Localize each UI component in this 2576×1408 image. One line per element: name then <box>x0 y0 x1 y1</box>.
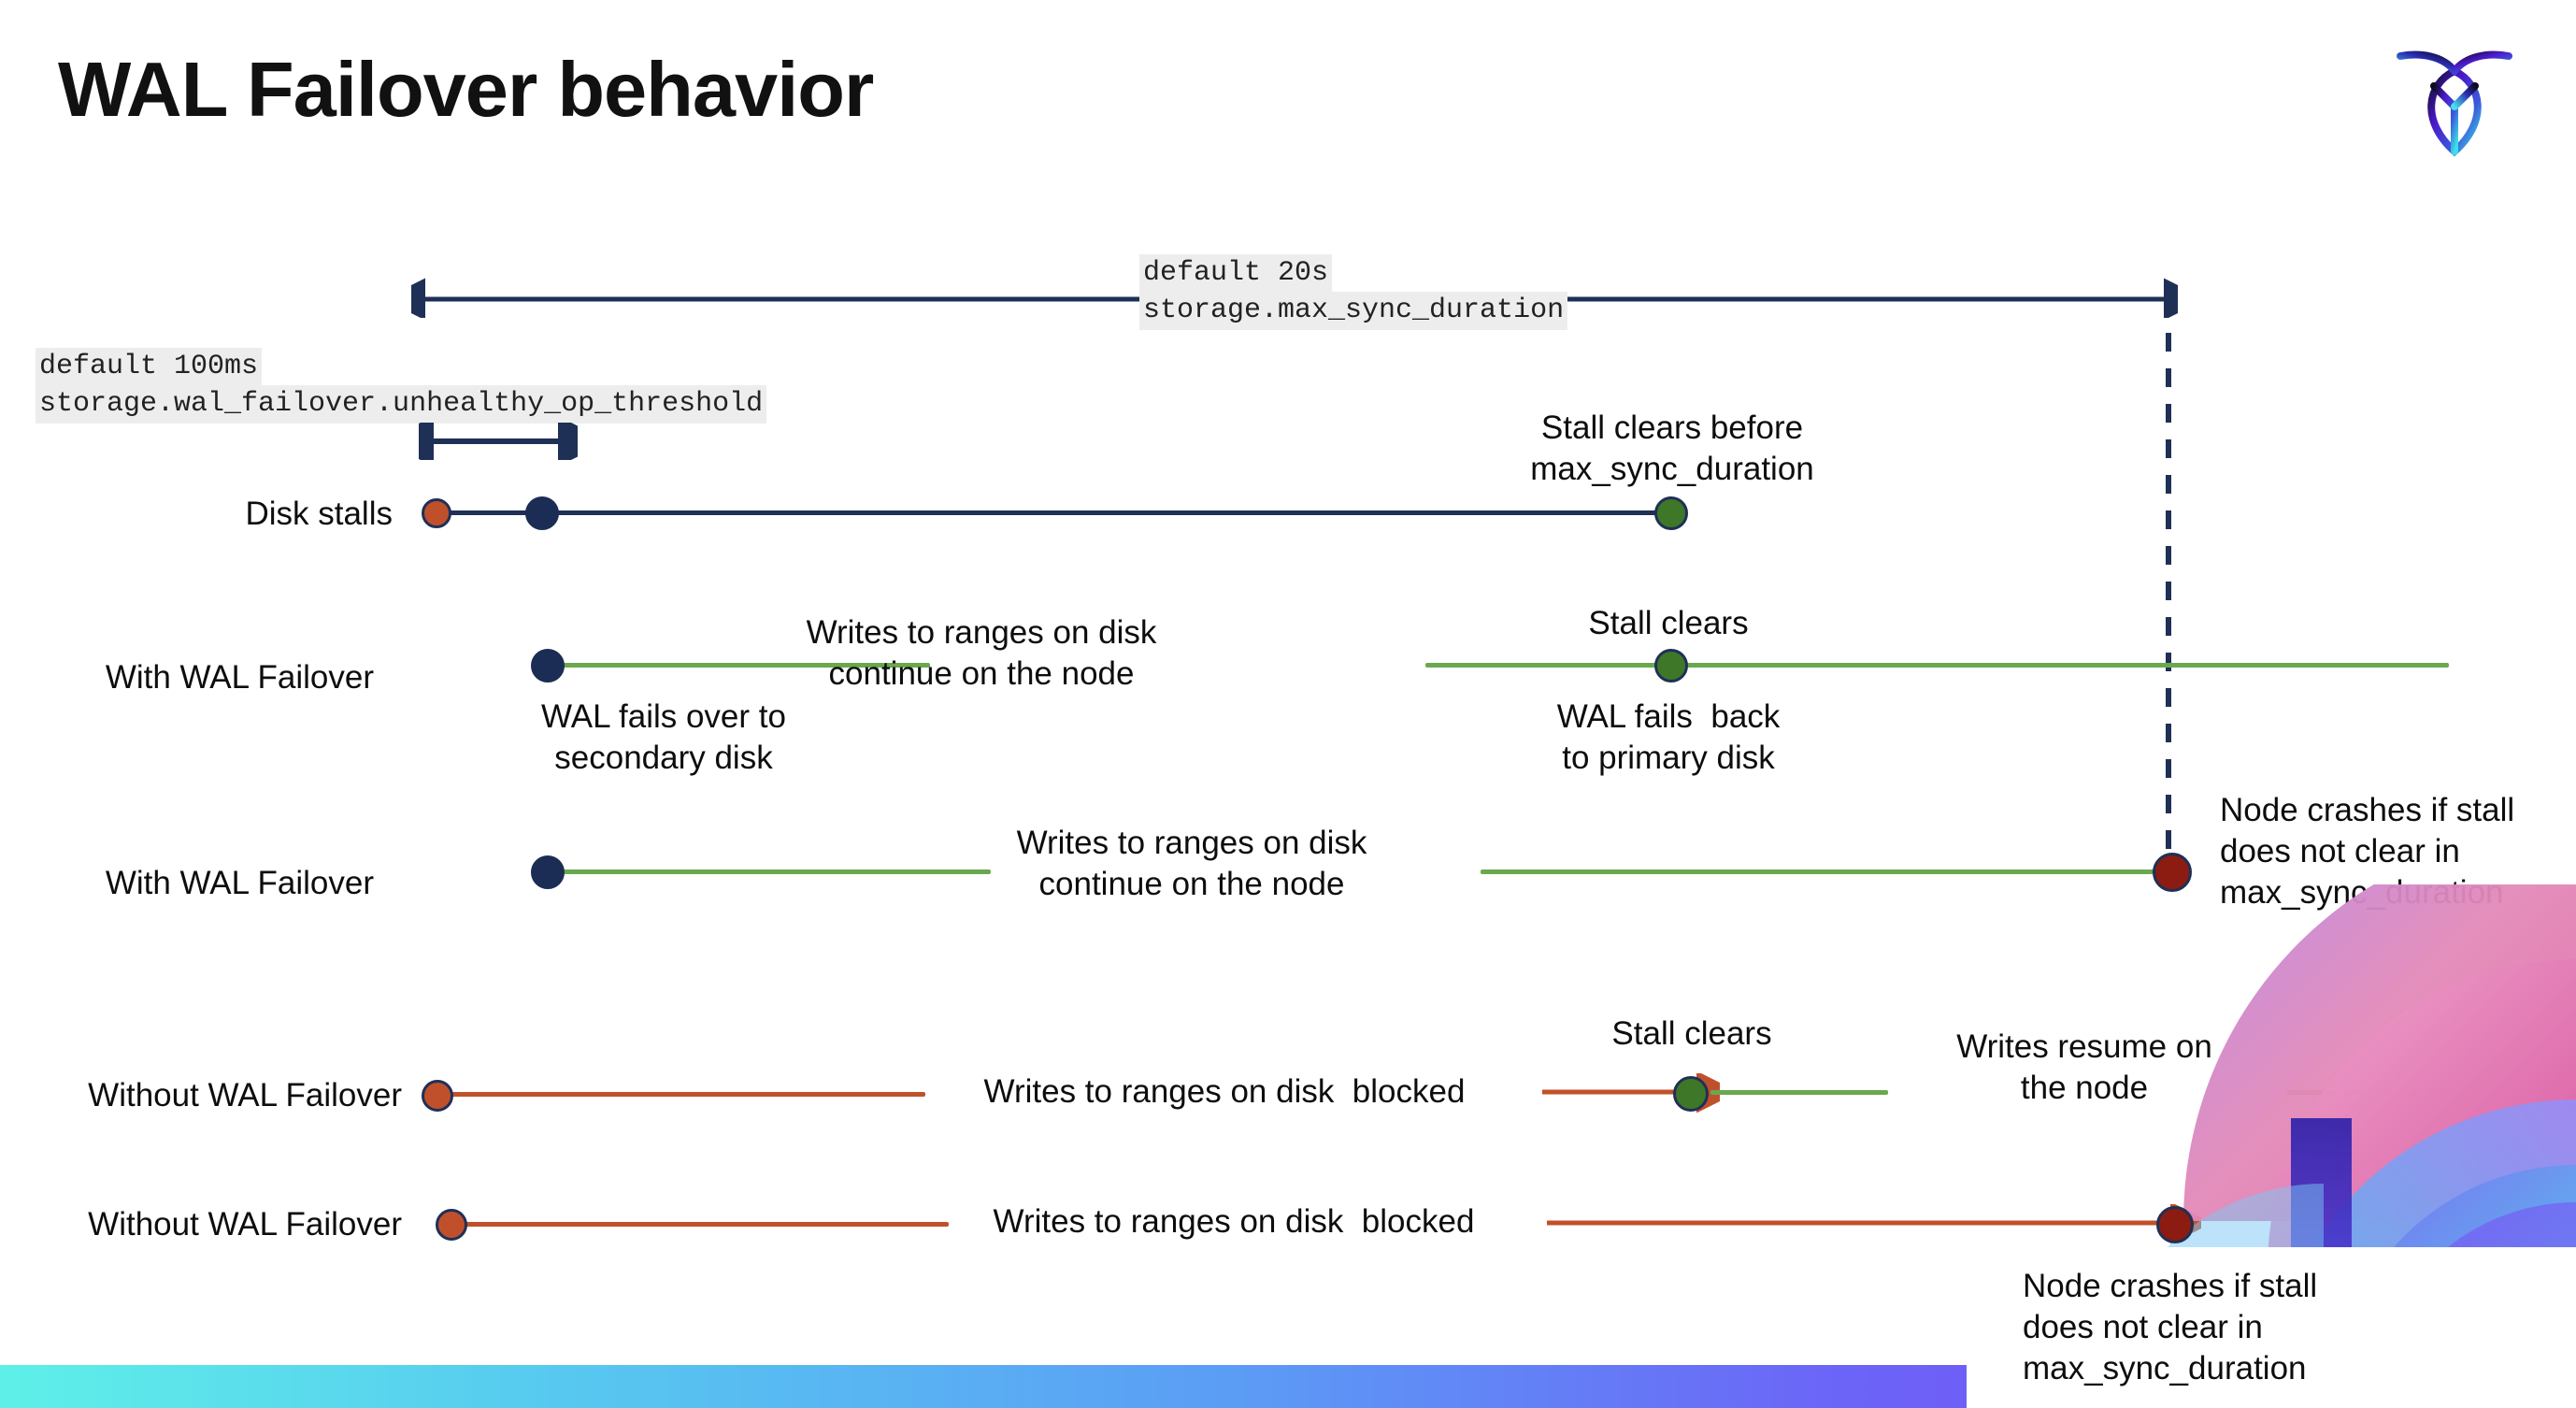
note-writes-continue-2: Writes to ranges on disk continue on the… <box>1016 825 1367 903</box>
page-title: WAL Failover behavior <box>58 46 874 133</box>
unhealthy-op-threshold-callout: default 100ms storage.wal_failover.unhea… <box>36 348 767 424</box>
disk-stalls-timeline <box>436 510 1669 515</box>
note-writes-blocked-2: Writes to ranges on disk blocked <box>993 1203 1475 1240</box>
note-node-crashes-2: Node crashes if stall does not clear in … <box>2023 1268 2318 1387</box>
without-wal-failover-1-blocked-a <box>449 1092 925 1097</box>
note-writes-blocked-1: Writes to ranges on disk blocked <box>983 1073 1466 1110</box>
wal-failover-2-start-node <box>531 855 565 889</box>
note-wal-fails-over: WAL fails over to secondary disk <box>541 698 786 777</box>
note-node-crashes-1: Node crashes if stall does not clear in … <box>2220 792 2515 911</box>
node-crash-node-1 <box>2153 853 2192 892</box>
note-stall-clears-1: Stall clears <box>1588 605 1749 641</box>
node-crash-node-2 <box>2156 1206 2194 1243</box>
without-wal-stall-clear-node-1 <box>1673 1076 1709 1112</box>
max-sync-setting-label: storage.max_sync_duration <box>1139 292 1568 330</box>
with-wal-failover-2-segment-b <box>1481 869 2172 874</box>
row-label-with-wal-failover-2: With WAL Failover <box>105 865 374 901</box>
unhealthy-setting-label: storage.wal_failover.unhealthy_op_thresh… <box>36 385 767 424</box>
with-wal-failover-1-segment-a <box>547 663 930 668</box>
unhealthy-default-label: default 100ms <box>36 348 263 386</box>
cockroachdb-logo-icon <box>2389 28 2520 164</box>
node-crash-callout-box: Node crashes if stall does not clear in … <box>1967 1247 2576 1408</box>
note-stall-clears-before: Stall clears before max_sync_duration <box>1530 409 1814 488</box>
row-label-without-wal-failover-2: Without WAL Failover <box>88 1206 402 1243</box>
wal-failover-stall-clear-node <box>1654 649 1688 682</box>
disk-stall-detected-node <box>525 496 559 530</box>
without-wal-stall-start-node-2 <box>436 1209 467 1241</box>
with-wal-failover-2-segment-a <box>547 869 991 874</box>
row-label-without-wal-failover-1: Without WAL Failover <box>88 1077 402 1113</box>
note-stall-clears-2: Stall clears <box>1611 1015 1772 1052</box>
with-wal-failover-1-segment-b <box>1425 663 2449 668</box>
without-wal-failover-1-resume-a <box>1710 1090 1888 1095</box>
disk-stall-cleared-node <box>1654 496 1688 530</box>
max-sync-duration-callout: default 20s storage.max_sync_duration <box>1139 254 1568 330</box>
without-wal-failover-2-blocked-a <box>463 1222 949 1227</box>
unhealthy-op-threshold-span-arrow <box>419 423 578 460</box>
note-writes-resume: Writes resume on the node <box>1956 1028 2212 1107</box>
max-sync-default-label: default 20s <box>1139 254 1333 293</box>
max-sync-duration-dashed-guide <box>2166 297 2171 883</box>
row-label-with-wal-failover-1: With WAL Failover <box>105 659 374 696</box>
wal-failover-start-node <box>531 649 565 682</box>
note-wal-fails-back: WAL fails back to primary disk <box>1556 698 1781 777</box>
disk-stall-start-node <box>422 498 451 528</box>
row-label-disk-stalls: Disk stalls <box>245 496 393 532</box>
note-writes-continue-1: Writes to ranges on disk continue on the… <box>806 614 1157 693</box>
without-wal-stall-start-node-1 <box>422 1080 453 1112</box>
without-wal-failover-2-blocked-arrow <box>1547 1204 2201 1243</box>
